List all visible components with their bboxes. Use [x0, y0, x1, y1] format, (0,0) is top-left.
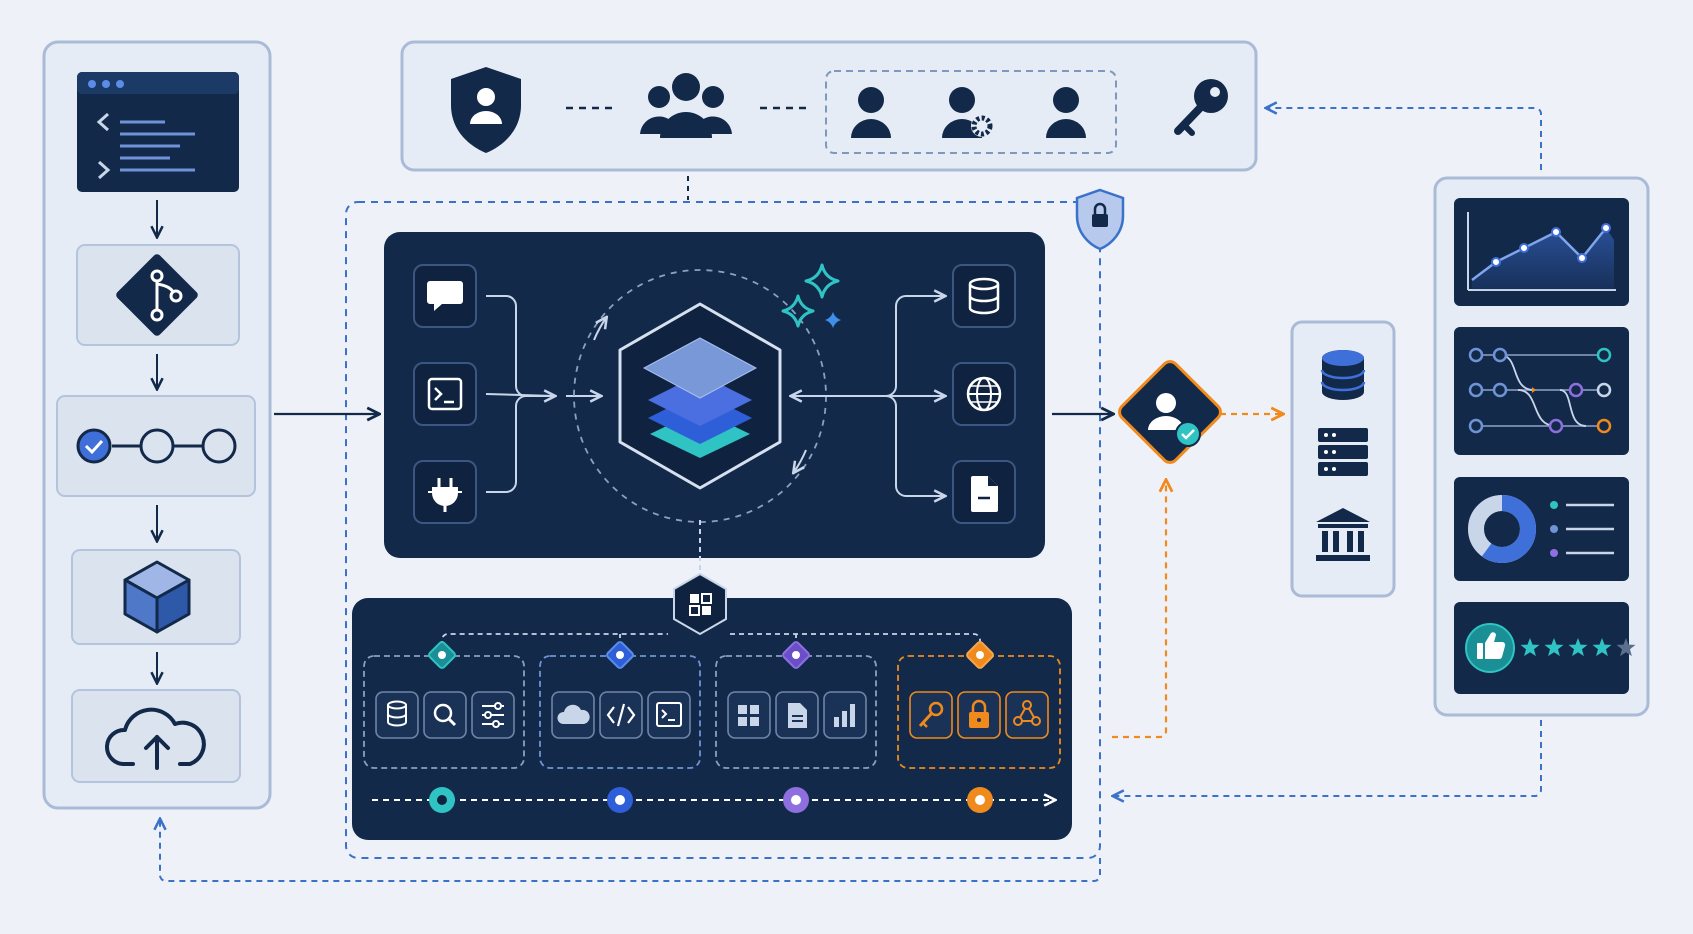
timeline-marker [607, 787, 633, 813]
pipeline-panel [42, 40, 272, 810]
bank-icon [1316, 508, 1370, 561]
lock-icon [957, 691, 1001, 739]
file-icon [952, 460, 1016, 524]
cloud-upload-icon [71, 689, 241, 783]
team-icon [640, 73, 732, 138]
code-editor-icon [77, 72, 239, 192]
thumbs-up-icon [1465, 623, 1515, 673]
sliders-icon [471, 691, 515, 739]
document-icon [775, 691, 819, 739]
platform-boundary [345, 201, 1101, 859]
insights-panel [1433, 176, 1650, 717]
user-settings-icon [942, 87, 993, 138]
git-branch-icon [76, 244, 240, 346]
user-group-box [825, 70, 1117, 154]
code-icon [599, 691, 643, 739]
terminal-icon [413, 362, 477, 426]
shield-user-icon [451, 67, 521, 153]
network-icon [1005, 691, 1049, 739]
sparkle-icon [781, 263, 841, 328]
star-filled-icon [1568, 638, 1588, 657]
terminal-icon [647, 691, 691, 739]
shield-lock-icon [1075, 188, 1125, 251]
database-icon [375, 691, 419, 739]
module-panel [352, 520, 1072, 840]
star-filled-icon [1544, 638, 1564, 657]
module-group [897, 641, 1061, 769]
storage-panel [1290, 320, 1396, 598]
line-chart-card [1454, 198, 1629, 306]
database-icon [952, 264, 1016, 328]
core-engine-panel [384, 232, 1045, 558]
timeline-marker [429, 787, 455, 813]
cloud-icon [551, 691, 595, 739]
rating-card [1454, 602, 1636, 694]
star-filled-icon [1592, 638, 1612, 657]
timeline-marker [967, 787, 993, 813]
layers-stack-icon [618, 302, 782, 490]
stage-progress-icon [56, 395, 256, 497]
module-group [715, 641, 877, 769]
star-filled-icon [1520, 638, 1540, 657]
star-empty-icon [1616, 638, 1636, 657]
user-icon [1046, 87, 1086, 138]
database-icon [1320, 350, 1366, 400]
globe-icon [952, 362, 1016, 426]
star-rating [1520, 638, 1636, 657]
flow-graph-card [1454, 327, 1629, 455]
module-group [363, 641, 525, 769]
donut-chart-card [1454, 477, 1629, 581]
module-hub-icon [673, 572, 727, 636]
module-group [539, 641, 701, 769]
bar-chart-icon [823, 691, 867, 739]
chat-icon [413, 264, 477, 328]
server-icon [1318, 428, 1368, 476]
key-icon [1174, 79, 1228, 136]
timeline-marker [783, 787, 809, 813]
dashboard-grid-icon [727, 691, 771, 739]
search-icon [423, 691, 467, 739]
identity-bar [400, 40, 1258, 172]
key-icon [909, 691, 953, 739]
user-icon [851, 87, 891, 138]
plug-icon [413, 460, 477, 524]
package-cube-icon [71, 549, 241, 645]
user-verified-icon [1118, 360, 1222, 464]
